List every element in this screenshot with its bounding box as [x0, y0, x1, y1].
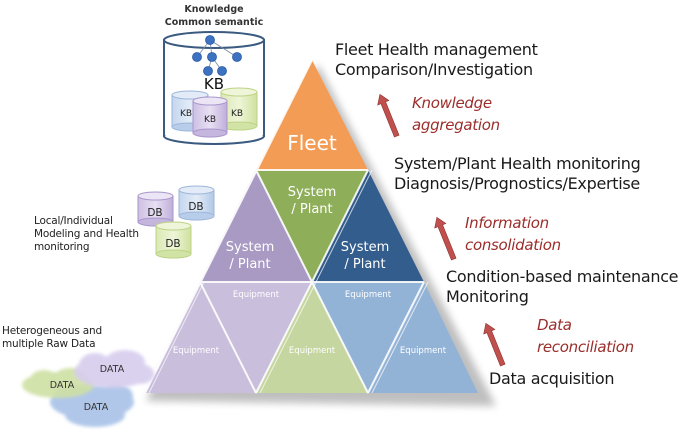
- pyramid-equipment-2-segment: [200, 282, 312, 393]
- arrows: [377, 93, 506, 367]
- db-cylinder-purple: [137, 191, 174, 227]
- process-information-line1: Information: [465, 214, 549, 232]
- data-cloud-purple: [74, 350, 154, 388]
- system-plant-right-label: System/ Plant: [341, 240, 389, 272]
- pyramid-fleet-segment: [256, 60, 368, 170]
- arrow-data-reconciliation-icon: [483, 322, 506, 367]
- pyramid-separators: [144, 59, 425, 394]
- db-label-2: DB: [188, 201, 203, 213]
- arrow-knowledge-aggregation-icon: [377, 93, 400, 138]
- level-condition-line2: Monitoring: [446, 287, 529, 306]
- pyramid-system-right-segment: [312, 170, 424, 282]
- level-system-plant-health: System/Plant Health monitoring Diagnosis…: [394, 154, 641, 194]
- process-data-line2: reconciliation: [537, 338, 634, 356]
- pyramid-double-lines: [148, 169, 429, 394]
- pyramid-equipment-4-segment: [312, 282, 424, 393]
- db-cylinder-green: [155, 221, 192, 259]
- level-system-line2: Diagnosis/Prognostics/Expertise: [394, 174, 640, 193]
- equipment-label-1: Equipment: [173, 346, 220, 356]
- pyramid-equipment-1-segment: [145, 282, 256, 393]
- data-cloud-label-1: DATA: [50, 380, 75, 391]
- pyramid-system-left-segment: [200, 170, 312, 282]
- process-data-reconciliation: Data reconciliation: [537, 314, 634, 358]
- level-data-acquisition: Data acquisition: [489, 369, 615, 389]
- kb-main-label: KB: [204, 75, 224, 93]
- raw-data-caption: Heterogeneous and multiple Raw Data: [2, 325, 102, 351]
- pyramid-equipment-3-segment: [256, 282, 368, 393]
- db-caption-line2: Modeling and Health: [34, 228, 139, 240]
- kb-title-line1: Knowledge: [184, 4, 244, 15]
- db-label-3: DB: [165, 238, 180, 250]
- fleet-label: Fleet: [287, 131, 337, 155]
- kb-title-line2: Common semantic: [164, 17, 264, 28]
- arrow-information-consolidation-icon: [434, 216, 457, 261]
- kb-cylinder-purple: [192, 96, 228, 138]
- db-caption-line3: monitoring: [34, 241, 90, 253]
- level-system-line1: System/Plant Health monitoring: [394, 154, 641, 173]
- level-data-acquisition-line1: Data acquisition: [489, 369, 615, 388]
- equipment-label-5: Equipment: [400, 346, 447, 356]
- kb-sub-label-3: KB: [231, 109, 243, 119]
- knowledge-graph-icon: [192, 35, 242, 76]
- db-caption-line1: Local/Individual: [34, 215, 113, 227]
- level-fleet-health: Fleet Health management Comparison/Inves…: [335, 40, 538, 80]
- system-plant-left-label: System/ Plant: [226, 240, 274, 272]
- process-knowledge-aggregation: Knowledge aggregation: [412, 92, 500, 136]
- level-fleet-line2: Comparison/Investigation: [335, 60, 533, 79]
- process-information-line2: consolidation: [465, 236, 561, 254]
- level-condition-maintenance: Condition-based maintenance Monitoring: [446, 267, 679, 307]
- raw-data-caption-line2: multiple Raw Data: [2, 338, 96, 350]
- process-information-consolidation: Information consolidation: [465, 212, 561, 256]
- data-cloud-label-2: DATA: [100, 364, 125, 375]
- raw-data-caption-line1: Heterogeneous and: [2, 325, 102, 337]
- db-caption: Local/Individual Modeling and Health mon…: [34, 215, 139, 254]
- kb-sub-label-1: KB: [180, 109, 192, 119]
- level-condition-line1: Condition-based maintenance: [446, 267, 679, 286]
- kb-sub-label-2: KB: [204, 115, 216, 125]
- pyramid-equipment-5-segment: [368, 282, 478, 393]
- process-knowledge-line2: aggregation: [412, 116, 500, 134]
- equipment-label-4: Equipment: [345, 290, 392, 300]
- db-cylinder-blue: [178, 185, 215, 221]
- data-cloud-label-3: DATA: [84, 402, 109, 413]
- equipment-label-2: Equipment: [233, 290, 280, 300]
- pyramid-system-mid-segment: [256, 170, 368, 282]
- knowledge-base-title: Knowledge Common semantic: [164, 3, 264, 29]
- process-data-line1: Data: [537, 316, 572, 334]
- system-plant-mid-label: System/ Plant: [288, 185, 336, 217]
- process-knowledge-line1: Knowledge: [412, 94, 492, 112]
- level-fleet-line1: Fleet Health management: [335, 40, 538, 59]
- equipment-label-3: Equipment: [289, 346, 336, 356]
- db-label-1: DB: [147, 207, 162, 219]
